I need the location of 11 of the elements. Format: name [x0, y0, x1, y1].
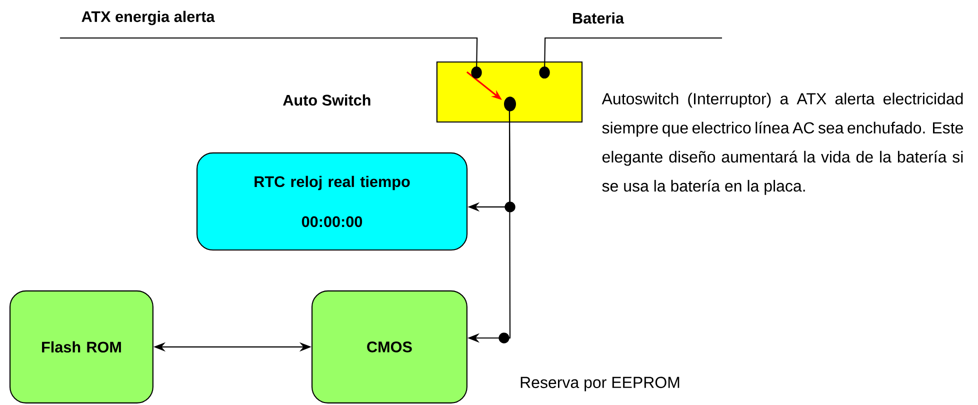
description-text: Autoswitch (Interruptor) a ATX alerta electricidad siempre que electrico línea AC sea enchufado. Este elegante diseño aumentará la vida de la batería si se usa la batería en la placa. [602, 92, 963, 195]
process-box: Flash ROM [9, 290, 154, 404]
switch-box [436, 61, 583, 122]
wire-label: Bateria [573, 12, 624, 24]
wire [60, 37, 482, 78]
process-box: CMOS [311, 290, 468, 404]
switch-label: Auto Switch [283, 94, 370, 106]
wire [539, 37, 722, 78]
note-text: Reserva por EEPROM [520, 376, 680, 392]
clock-box: RTC reloj real tiempo 00:00:00 [196, 152, 468, 250]
wire-label: ATX energia alerta [82, 10, 215, 26]
